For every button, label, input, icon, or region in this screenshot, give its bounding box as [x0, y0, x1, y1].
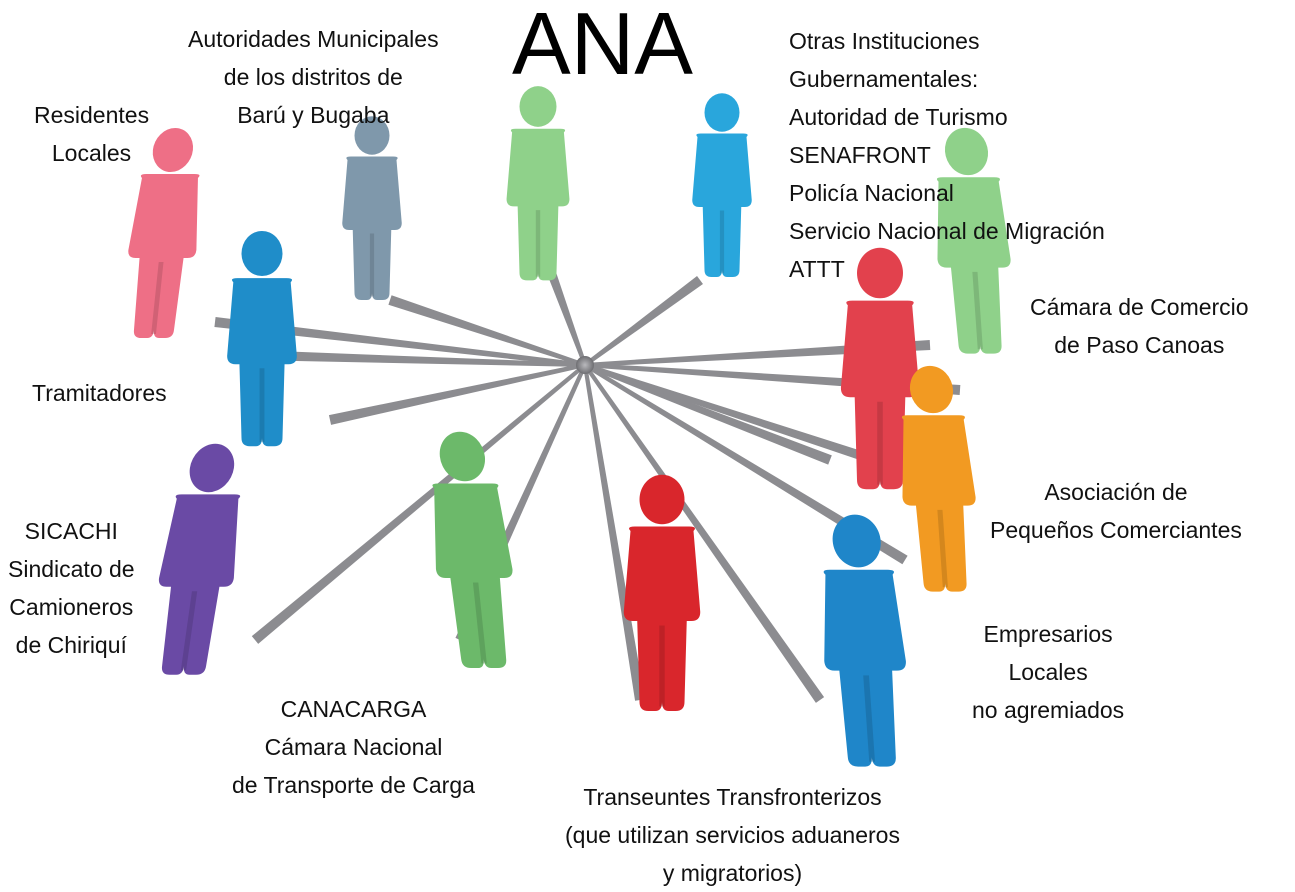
label-line: de Paso Canoas [1054, 332, 1225, 358]
label-line: de Transporte de Carga [232, 772, 475, 798]
label-line: Autoridades Municipales [188, 26, 439, 52]
label-canacarga: CANACARGA Cámara Nacional de Transporte … [232, 690, 475, 804]
person-icon [692, 93, 752, 277]
label-line: Locales [51, 140, 132, 166]
person-icon [342, 116, 402, 300]
person-icon [227, 230, 297, 447]
label-line: Tramitadores [32, 380, 167, 406]
label-line: Camioneros [9, 594, 134, 620]
label-line: ATTT [789, 256, 845, 282]
label-line: Transeuntes Transfronterizos [583, 784, 882, 810]
spoke-line [388, 295, 586, 367]
label-line: Barú y Bugaba [237, 102, 390, 128]
label-autoridades-municipales: Autoridades Municipales de los distritos… [188, 20, 439, 134]
person-icon [158, 443, 241, 675]
label-line: Sindicato de [8, 556, 135, 582]
label-line: Gubernamentales: [789, 66, 979, 92]
label-line: Servicio Nacional de Migración [789, 218, 1105, 244]
person-icon [840, 247, 920, 490]
label-line: SENAFRONT [789, 142, 931, 168]
label-line: Empresarios [983, 621, 1113, 647]
label-line: de Chiriquí [15, 632, 127, 658]
label-line: Locales [1008, 659, 1088, 685]
spoke-line [540, 253, 587, 366]
label-line: Residentes [34, 102, 150, 128]
person-icon [823, 514, 906, 767]
label-line: Otras Instituciones [789, 28, 980, 54]
person-icon [623, 474, 701, 711]
label-line: Autoridad de Turismo [789, 104, 1008, 130]
person-icon [432, 431, 513, 668]
spokes-group [214, 253, 961, 703]
label-line: Policía Nacional [789, 180, 954, 206]
spoke-line [583, 275, 703, 367]
spoke-line [583, 363, 908, 565]
label-residentes-locales: Residentes Locales [34, 96, 149, 172]
label-tramitadores: Tramitadores [32, 374, 167, 412]
person-icon [901, 365, 976, 592]
label-transeuntes: Transeuntes Transfronterizos (que utiliz… [565, 778, 900, 892]
spoke-line [584, 363, 832, 465]
label-line: y migratorios) [662, 860, 803, 886]
label-line: CANACARGA [280, 696, 427, 722]
spoke-line [328, 363, 586, 425]
diagram-title: ANA [512, 0, 693, 93]
spoke-line [583, 363, 825, 703]
label-line: Cámara Nacional [264, 734, 443, 760]
label-sicachi: SICACHI Sindicato de Camioneros de Chiri… [8, 512, 135, 664]
spoke-line [249, 350, 586, 367]
label-line: de los distritos de [223, 64, 403, 90]
label-line: (que utilizan servicios aduaneros [565, 822, 900, 848]
person-icon [506, 86, 570, 281]
label-line: Asociación de [1044, 479, 1188, 505]
label-line: Pequeños Comerciantes [990, 517, 1242, 543]
label-line: SICACHI [24, 518, 118, 544]
label-asociacion-comerciantes: Asociación de Pequeños Comerciantes [990, 473, 1242, 549]
label-otras-instituciones: Otras Instituciones Gubernamentales: Aut… [789, 22, 1105, 288]
spoke-line [214, 317, 586, 367]
label-empresarios-locales: Empresarios Locales no agremiados [972, 615, 1124, 729]
label-camara-comercio: Cámara de Comercio de Paso Canoas [1030, 288, 1249, 364]
label-line: no agremiados [972, 697, 1125, 723]
hub-node [576, 356, 594, 374]
person-icon [128, 128, 200, 338]
spoke-line [251, 363, 587, 644]
spoke-line [584, 340, 931, 367]
spoke-line [584, 363, 907, 475]
person-icon [936, 127, 1011, 354]
label-line: Cámara de Comercio [1030, 294, 1249, 320]
